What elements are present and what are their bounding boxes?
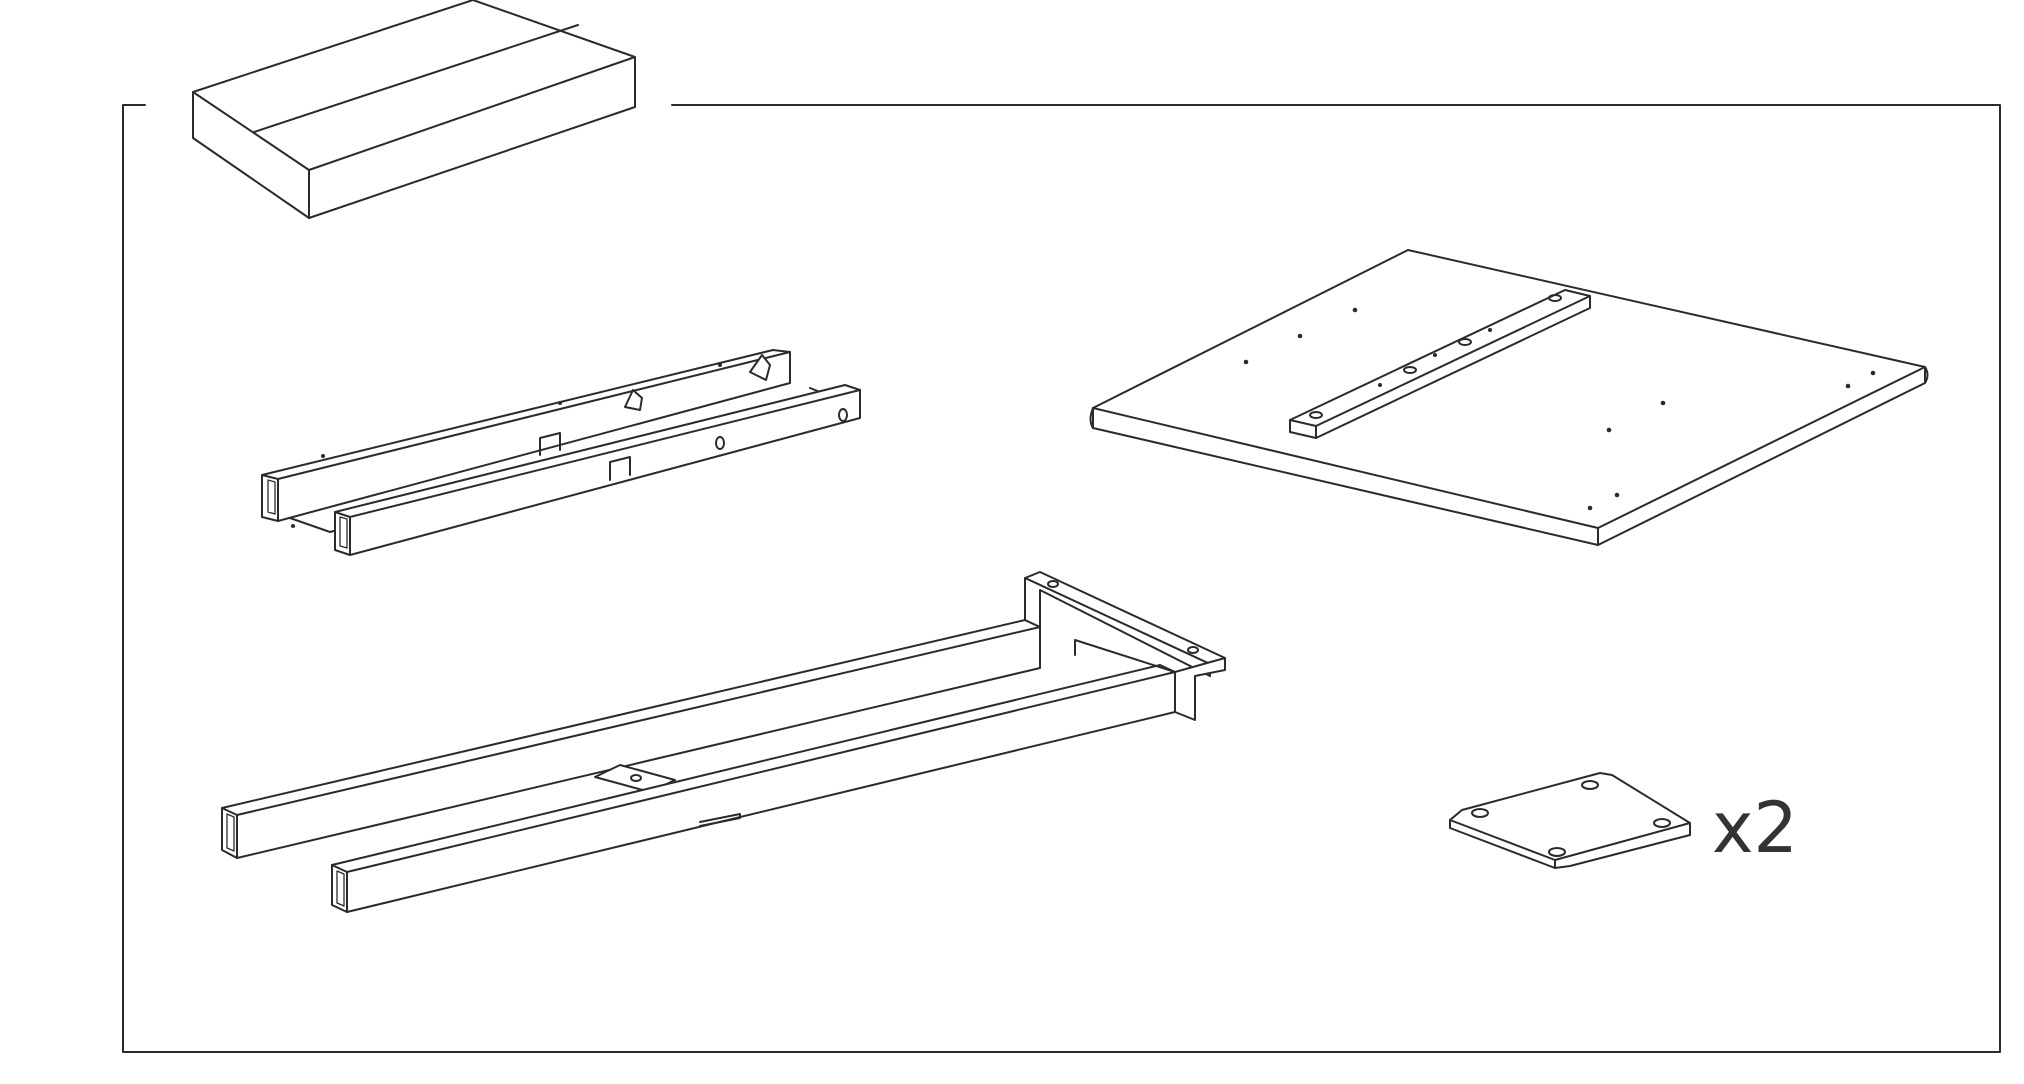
rail-frame-icon	[261, 349, 861, 556]
package-box-icon	[192, 0, 636, 219]
desk-top-icon	[1089, 249, 1929, 546]
quantity-label: x2	[1712, 787, 1798, 869]
base-frame-icon	[221, 571, 1226, 913]
mounting-plate-icon	[1449, 772, 1691, 869]
parts-frame	[122, 104, 2001, 1053]
